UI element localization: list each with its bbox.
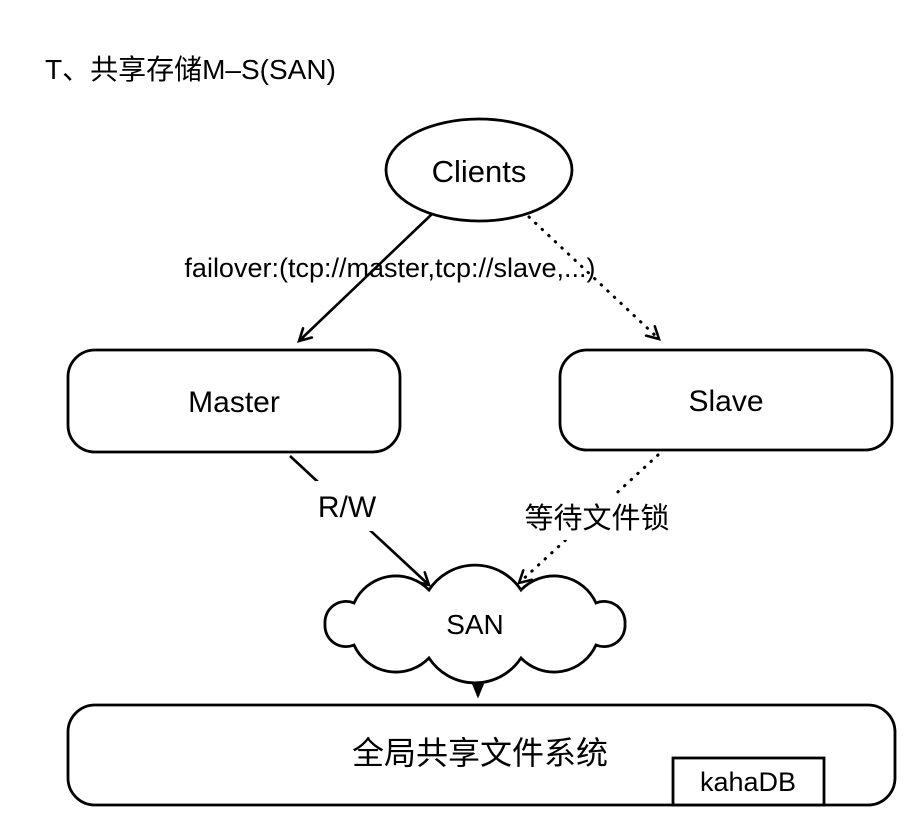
edge-clients-slave — [527, 215, 661, 341]
san-cloud-node: SAN — [323, 563, 627, 685]
rw-edge-label-group: R/W — [303, 481, 393, 531]
kahadb-shape — [671, 756, 826, 807]
kahadb-label: kahaDB — [700, 767, 796, 797]
wait-lock-label-mask — [510, 494, 684, 540]
failover-edge-label: failover:(tcp://master,tcp://slave,...) — [184, 253, 595, 283]
clients-label: Clients — [432, 154, 527, 189]
master-label: Master — [188, 386, 280, 419]
wait-lock-edge-label-group: 等待文件锁 — [510, 494, 684, 540]
page-title: T、共享存储M–S(SAN) — [45, 54, 336, 85]
rw-edge-label: R/W — [318, 491, 377, 524]
slave-shape — [558, 348, 894, 452]
san-cloud-shape — [323, 563, 627, 685]
slave-label: Slave — [688, 385, 763, 418]
kahadb-node: kahaDB — [671, 756, 826, 807]
rw-label-mask — [303, 481, 393, 531]
edge-clients-master — [297, 213, 433, 343]
master-node: Master — [66, 348, 402, 454]
filesystem-label: 全局共享文件系统 — [352, 735, 608, 771]
san-label: SAN — [446, 609, 504, 640]
master-shape — [66, 348, 402, 454]
wait-lock-edge-label: 等待文件锁 — [524, 502, 669, 535]
clients-node: Clients — [384, 117, 574, 223]
clients-shape — [384, 117, 574, 223]
slave-node: Slave — [558, 348, 894, 452]
